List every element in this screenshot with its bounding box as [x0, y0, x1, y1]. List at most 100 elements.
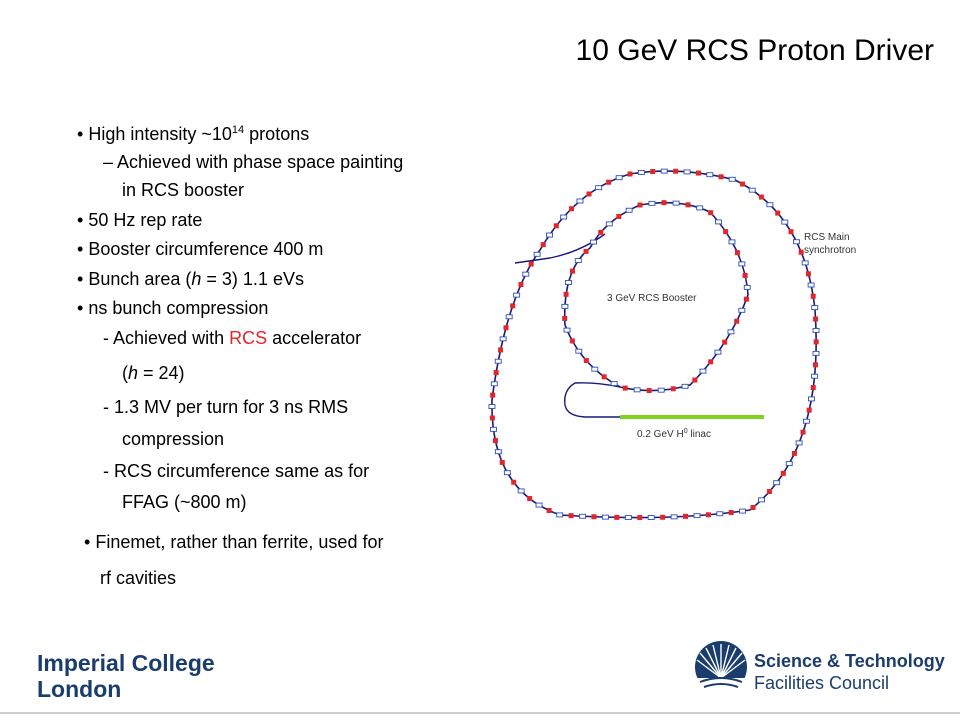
dipole-magnet: [750, 505, 756, 511]
dipole-magnet: [810, 385, 816, 391]
dipole-magnet: [660, 514, 666, 520]
italic-h: h: [191, 269, 202, 289]
dipole-magnet: [798, 249, 804, 255]
quadrupole-magnet: [811, 305, 819, 311]
dash: -: [103, 328, 109, 348]
imperial-logo-line2: London: [37, 676, 122, 702]
quadrupole-magnet: [728, 239, 736, 245]
main-ring-magnets: [488, 168, 820, 521]
rcs-main-label-line2: synchrotron: [804, 245, 857, 256]
sub-bullet-text: 1.3 MV per turn for 3 ns RMS: [114, 397, 349, 417]
dipole-magnet: [499, 459, 505, 465]
bullet-dot: •: [77, 298, 84, 318]
quadrupole-magnet: [781, 219, 789, 225]
quadrupole-magnet: [801, 260, 809, 266]
dipole-magnet: [670, 386, 676, 392]
booster-magnets: [561, 200, 751, 394]
quadrupole-magnet: [808, 396, 815, 402]
quadrupole-magnet: [672, 200, 680, 206]
quadrupole-magnet: [812, 350, 820, 356]
dipole-magnet: [503, 325, 509, 331]
quadrupole-magnet: [811, 373, 819, 379]
dipole-magnet: [498, 347, 504, 353]
imperial-college-logo: Imperial College London: [37, 650, 215, 702]
quadrupole-magnet: [556, 512, 564, 518]
quadrupole-magnet: [738, 261, 746, 267]
stfc-logo-line2: Facilities Council: [754, 673, 890, 693]
quadrupole-magnet: [624, 515, 632, 520]
sub-bullet-text: Achieved with: [113, 328, 230, 348]
quadrupole-magnet: [739, 508, 746, 514]
sub-bullet-text: Achieved with phase space painting: [117, 152, 404, 172]
dipole-magnet: [734, 250, 740, 256]
bullet-text: = 3) 1.1 eVs: [201, 269, 304, 289]
dipole-magnet: [722, 339, 728, 345]
dipole-magnet: [493, 369, 499, 375]
dipole-magnet: [708, 210, 714, 216]
quadrupole-magnet: [693, 513, 701, 519]
dipole-magnet: [553, 223, 559, 229]
superscript: 14: [231, 124, 245, 136]
injection-line: [564, 382, 621, 418]
paren: (: [122, 363, 128, 383]
dipole-magnet: [695, 170, 701, 176]
bullet-text: ns bunch compression: [88, 298, 269, 318]
quadrupole-magnet: [490, 381, 498, 387]
quadrupole-magnet: [716, 511, 724, 517]
bullet-dot: •: [77, 239, 84, 259]
dipole-magnet: [562, 315, 568, 321]
bullet-finemet: • Finemet, rather than ferrite, used for: [84, 532, 383, 552]
quadrupole-magnet: [681, 383, 689, 389]
dash: -: [103, 461, 109, 481]
linac-label-sup: 0: [683, 428, 688, 435]
bullet-rep-rate: • 50 Hz rep rate: [77, 210, 202, 230]
sub-bullet-rcs-circumference: - RCS circumference same as for: [103, 461, 369, 481]
quadrupole-magnet: [615, 175, 623, 181]
dipole-magnet: [637, 202, 643, 208]
dipole-magnet: [742, 273, 748, 279]
quadrupole-magnet: [574, 258, 582, 264]
dipole-magnet: [637, 515, 643, 521]
dipole-magnet: [791, 450, 797, 456]
quadrupole-magnet: [793, 239, 800, 245]
dipole-magnet: [708, 359, 714, 365]
dipole-magnet: [490, 392, 496, 398]
quadrupole-magnet: [494, 449, 502, 455]
dipole-magnet: [583, 248, 589, 254]
dipole-magnet: [758, 194, 764, 200]
quadrupole-magnet: [738, 307, 746, 313]
dipole-magnet: [583, 358, 589, 364]
sub-bullet-continuation: FFAG (~800 m): [122, 492, 247, 512]
dipole-magnet: [622, 385, 628, 391]
quadrupole-magnet: [546, 232, 553, 238]
quadrupole-magnet: [513, 292, 521, 298]
dipole-magnet: [518, 282, 524, 288]
quadrupole-magnet: [576, 198, 584, 204]
quadrupole-magnet: [499, 336, 507, 342]
quadrupole-magnet: [563, 327, 571, 333]
dash: –: [103, 152, 114, 172]
bullet-text: Bunch area (: [88, 269, 192, 289]
stfc-logo-line1: Science & Technology: [754, 651, 945, 671]
sub-bullet-rcs-accelerator: - Achieved with RCS accelerator: [103, 328, 361, 348]
quadrupole-magnet: [579, 513, 586, 519]
dash: -: [103, 397, 109, 417]
accelerator-layout-diagram: [488, 168, 820, 521]
dipole-magnet: [563, 291, 569, 297]
quadrupole-magnet: [785, 461, 793, 467]
sub-bullet-text: accelerator: [267, 328, 362, 348]
dipole-magnet: [788, 229, 794, 235]
bullet-bunch-area: • Bunch area (h = 3) 1.1 eVs: [77, 269, 304, 289]
dipole-magnet: [540, 242, 546, 248]
quadrupole-magnet: [601, 514, 609, 520]
quadrupole-magnet: [517, 488, 525, 494]
bullet-continuation: rf cavities: [100, 568, 177, 588]
quadrupole-magnet: [743, 284, 751, 290]
linac-label: 0.2 GeV H0 linac: [637, 428, 711, 441]
dipole-magnet: [586, 191, 592, 197]
bullet-ns-compression: • ns bunch compression: [77, 298, 268, 318]
quadrupole-magnet: [560, 214, 568, 220]
dipole-magnet: [743, 296, 749, 302]
quadrupole-magnet: [575, 348, 583, 354]
